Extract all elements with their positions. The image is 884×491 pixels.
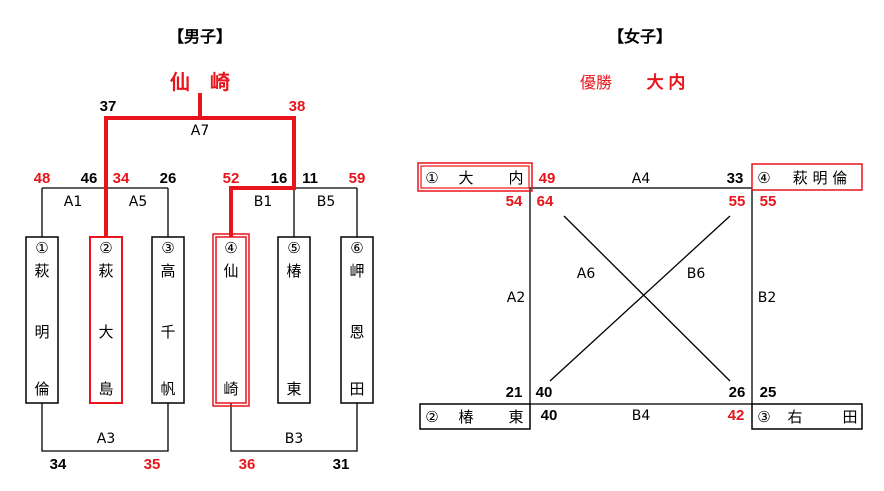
women-score-b4-left: 40	[541, 407, 558, 424]
women-league-square	[529, 187, 753, 405]
men-team-5: ⑤ 椿 東	[277, 236, 311, 404]
svg-text:仙: 仙	[223, 262, 238, 280]
svg-text:③: ③	[161, 239, 174, 257]
women-diagonal-b6	[549, 215, 731, 382]
women-league-lines	[529, 187, 753, 405]
men-score-a1-right: 46	[81, 170, 98, 187]
svg-text:⑥: ⑥	[350, 239, 363, 257]
svg-text:③: ③	[757, 408, 770, 426]
women-team-tl: ① 大 内	[417, 162, 533, 192]
men-score-a3-left: 34	[50, 456, 67, 473]
men-score-a1-left: 48	[34, 170, 51, 187]
svg-text:崎: 崎	[223, 380, 238, 398]
men-score-b1-right: 16	[271, 170, 288, 187]
women-winner-label: 優勝	[580, 73, 612, 92]
svg-text:島: 島	[98, 380, 113, 398]
women-score-b6-top: 55	[729, 193, 746, 210]
women-score-a6-bottom: 25	[760, 384, 777, 401]
svg-text:田: 田	[349, 380, 364, 398]
svg-text:椿: 椿	[458, 408, 473, 426]
women-winner-name: 大 内	[647, 72, 686, 92]
men-score-b3-left: 36	[239, 456, 256, 473]
men-score-a7-right: 38	[289, 98, 306, 115]
svg-text:萩: 萩	[98, 262, 113, 280]
svg-text:⑤: ⑤	[287, 239, 300, 257]
women-label-b2: B2	[758, 290, 777, 306]
svg-text:帆: 帆	[160, 380, 175, 398]
svg-text:明: 明	[34, 323, 49, 341]
men-team-1: ① 萩 明 倫	[25, 236, 59, 404]
men-a3-bracket	[41, 403, 169, 452]
women-label-a2: A2	[507, 290, 525, 306]
svg-text:内: 内	[508, 169, 523, 187]
svg-text:椿: 椿	[286, 262, 301, 280]
svg-text:田: 田	[842, 408, 857, 426]
men-label-a3: A3	[97, 431, 115, 447]
men-score-b3-right: 31	[333, 456, 350, 473]
men-winner-path	[104, 93, 296, 237]
women-score-a2-bottom: 21	[506, 384, 523, 401]
men-label-a7: A7	[191, 123, 209, 139]
men-label-b5: B5	[317, 194, 336, 210]
svg-text:萩 明 倫: 萩 明 倫	[793, 169, 848, 187]
women-team-br: ③ 右 田	[751, 403, 863, 430]
svg-text:大: 大	[98, 323, 113, 341]
svg-text:④: ④	[224, 239, 237, 257]
svg-text:④: ④	[757, 169, 770, 187]
men-team-3: ③ 高 千 帆	[151, 236, 185, 404]
svg-text:東: 東	[508, 408, 523, 426]
men-b3-bracket	[230, 403, 358, 452]
svg-text:①: ①	[425, 169, 438, 187]
svg-text:萩: 萩	[34, 262, 49, 280]
women-score-b6-bottom: 40	[536, 384, 553, 401]
svg-text:②: ②	[425, 408, 438, 426]
men-label-a1: A1	[64, 194, 82, 210]
women-team-bl: ② 椿 東	[419, 403, 531, 430]
men-label-b1: B1	[254, 194, 273, 210]
women-score-b2-top: 55	[760, 193, 777, 210]
svg-text:千: 千	[160, 323, 175, 341]
men-score-a3-right: 35	[144, 456, 161, 473]
men-score-b1-left: 52	[223, 170, 240, 187]
svg-text:東: 東	[286, 380, 301, 398]
women-score-a2-top: 54	[506, 193, 523, 210]
women-label-b6: B6	[687, 266, 706, 282]
svg-text:①: ①	[35, 239, 48, 257]
men-header: 【男子】	[168, 28, 232, 46]
svg-text:大: 大	[458, 169, 473, 187]
men-team-4: ④ 仙 崎	[212, 233, 250, 407]
women-score-b2-bottom: 26	[729, 384, 746, 401]
svg-text:恩: 恩	[349, 323, 364, 341]
men-score-b5-left: 11	[302, 170, 318, 187]
women-score-a6-top: 64	[537, 193, 554, 210]
svg-text:高: 高	[160, 262, 175, 280]
svg-text:右: 右	[787, 408, 802, 426]
women-score-a4-right: 33	[727, 170, 744, 187]
women-label-a4: A4	[632, 171, 651, 187]
women-label-a6: A6	[577, 266, 596, 282]
women-diagonal-a6	[563, 215, 731, 382]
men-score-a5-right: 26	[160, 170, 177, 187]
svg-text:岬: 岬	[349, 262, 364, 280]
women-label-b4: B4	[632, 408, 651, 424]
women-score-a4-left: 49	[539, 170, 556, 187]
women-team-tr: ④ 萩 明 倫	[751, 163, 863, 191]
svg-text:②: ②	[99, 239, 112, 257]
men-label-b3: B3	[285, 431, 304, 447]
svg-text:倫: 倫	[34, 380, 49, 398]
men-score-b5-right: 59	[349, 170, 366, 187]
men-score-a5-left: 34	[113, 170, 130, 187]
women-header: 【女子】	[608, 27, 672, 46]
men-score-a7-left: 37	[100, 98, 117, 115]
men-label-a5: A5	[129, 194, 147, 210]
men-team-2: ② 萩 大 島	[89, 236, 123, 404]
men-winner: 仙 崎	[170, 70, 230, 94]
women-score-b4-right: 42	[728, 407, 745, 424]
men-team-6: ⑥ 岬 恩 田	[340, 236, 374, 404]
